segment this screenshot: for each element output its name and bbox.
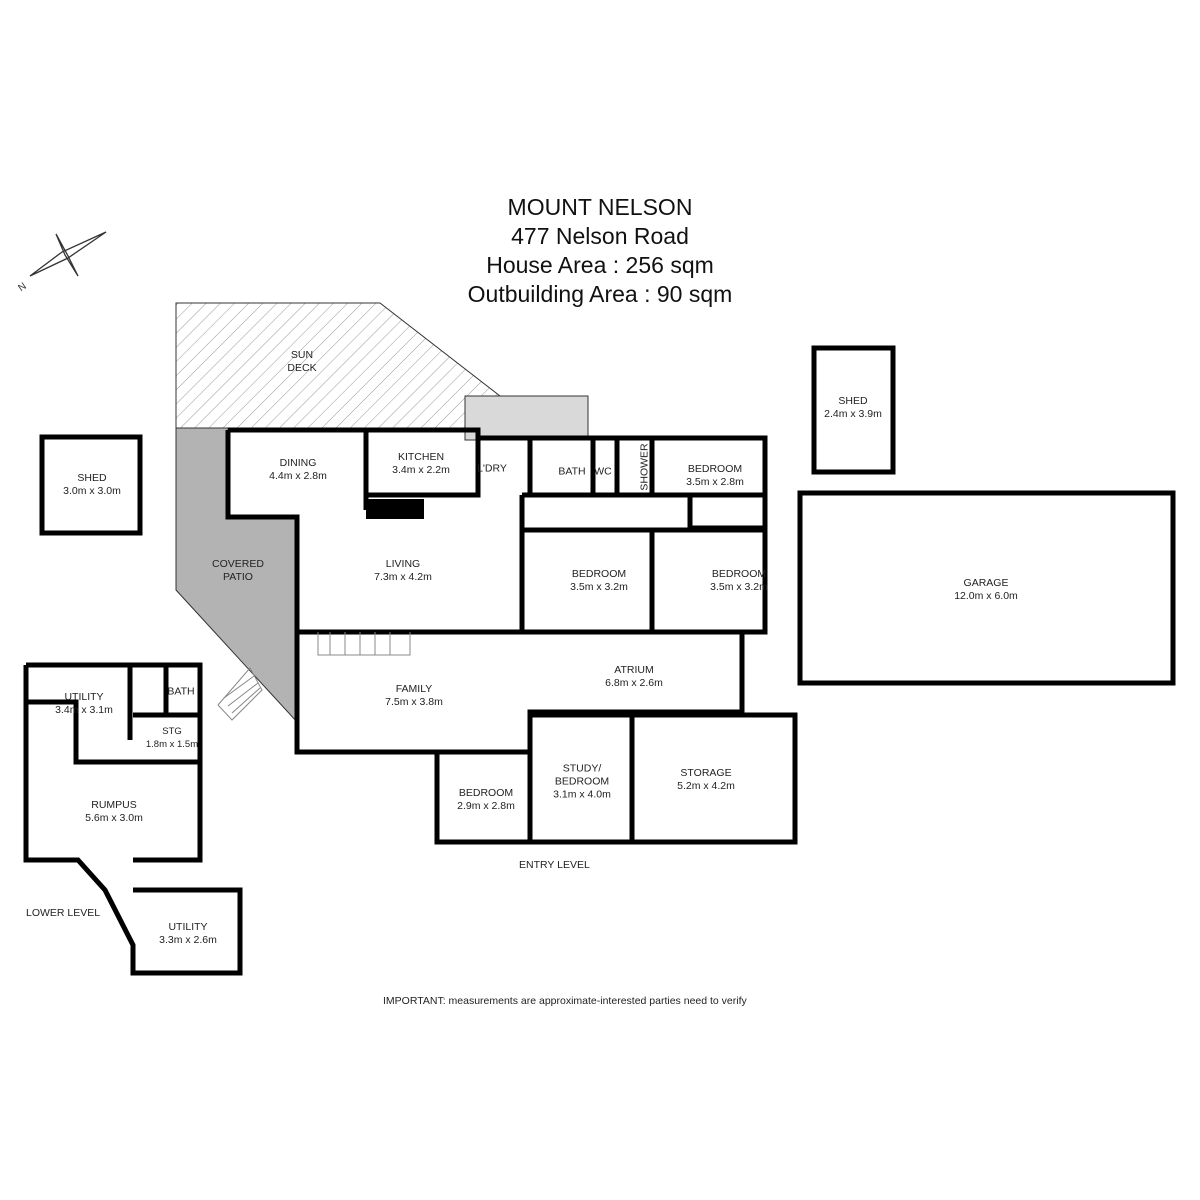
entry-level-label: ENTRY LEVEL (519, 859, 590, 871)
plan-header: MOUNT NELSON 477 Nelson Road House Area … (400, 193, 800, 309)
north-arrow-icon: N (16, 231, 107, 294)
garage-outline (797, 490, 1176, 686)
entry-level-walls (225, 427, 798, 845)
house-area: House Area : 256 sqm (486, 252, 714, 278)
shed-right-outline (811, 345, 896, 475)
room-shower: SHOWER (638, 443, 651, 491)
lower-level-walls (23, 662, 243, 976)
room-bath: BATH (558, 465, 586, 478)
lower-level-label: LOWER LEVEL (26, 907, 101, 919)
outbuilding-area: Outbuilding Area : 90 sqm (467, 281, 733, 307)
shed-left-outline (39, 434, 143, 536)
room-wc: WC (594, 465, 612, 478)
room-bath-lower: BATH (167, 685, 195, 698)
room-laundry: L'DRY (477, 462, 507, 475)
sun-deck (175, 302, 502, 429)
suburb-title: MOUNT NELSON (507, 194, 693, 220)
svg-text:N: N (16, 281, 28, 294)
address: 477 Nelson Road (511, 223, 689, 249)
disclaimer-note: IMPORTANT: measurements are approximate-… (383, 995, 747, 1007)
roof-area (464, 395, 589, 441)
patio-stairs (217, 667, 263, 721)
